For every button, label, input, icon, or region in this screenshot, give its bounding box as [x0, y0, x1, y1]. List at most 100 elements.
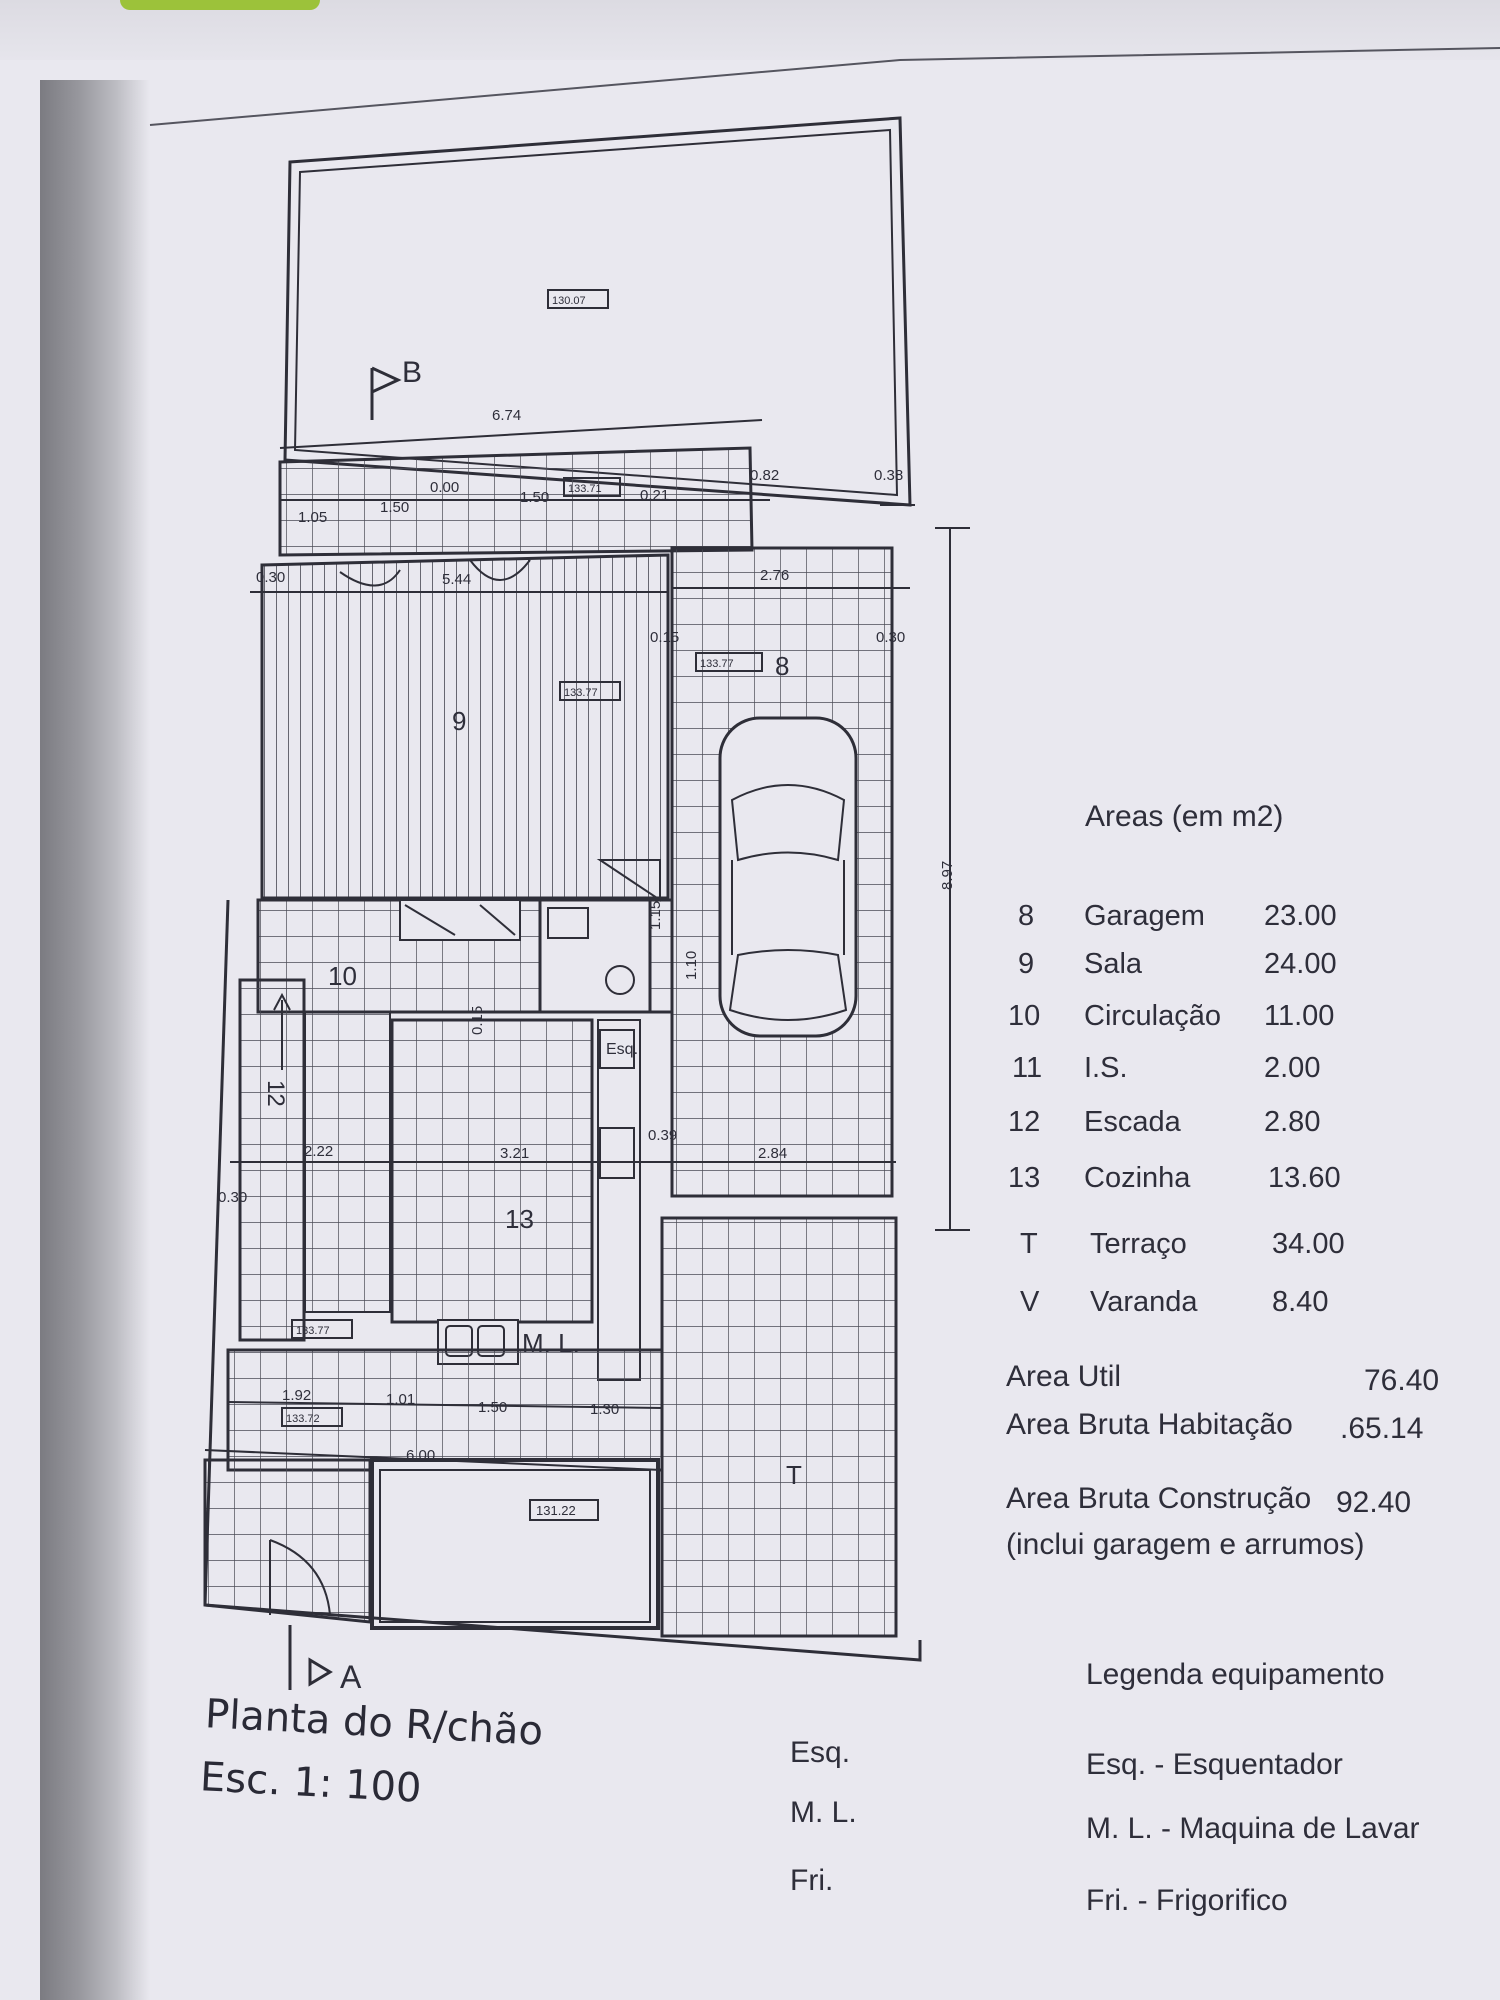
area-row-name: Sala: [1084, 948, 1143, 980]
car-outline: [718, 716, 858, 1038]
dim-2-22: 2.22: [304, 1143, 333, 1160]
area-row-value: 2.00: [1264, 1052, 1321, 1084]
area-util-label: Area Util: [1006, 1360, 1122, 1393]
left-legend-fri: Fri.: [790, 1864, 834, 1897]
dimension-lines: [204, 419, 970, 1471]
area-row-name: Cozinha: [1084, 1162, 1191, 1194]
dim-1-30: 1.30: [590, 1401, 619, 1418]
room-label-circulacao: 10: [328, 961, 357, 991]
dim-1-50-c: 1.50: [478, 1399, 507, 1416]
dim-0-82: 0.82: [750, 467, 779, 484]
dim-1-50-b: 1.50: [520, 489, 549, 506]
sheet-border: [149, 47, 1500, 126]
dim-5-44: 5.44: [442, 571, 471, 588]
lower-patio: [203, 1458, 922, 1662]
left-wall: [203, 899, 230, 1606]
area-row-num: 13: [1008, 1162, 1041, 1194]
dim-0-38: 0.38: [874, 467, 903, 484]
area-row-num: V: [1020, 1286, 1040, 1318]
equip-esq-in-plan: Esq.: [606, 1041, 638, 1058]
dim-1-05: 1.05: [298, 509, 327, 526]
area-tag-garagem: 133.77: [700, 658, 734, 670]
dim-1-92: 1.92: [282, 1387, 311, 1404]
area-row-num: 12: [1008, 1106, 1041, 1138]
dim-2-76: 2.76: [760, 567, 789, 584]
section-markers: [288, 366, 402, 1690]
room-label-cozinha: 13: [505, 1204, 534, 1234]
dim-1-50-a: 1.50: [380, 499, 409, 516]
legend-heading: Legenda equipamento: [1086, 1658, 1385, 1691]
area-row-name: Circulação: [1084, 1000, 1221, 1032]
area-row-value: 24.00: [1264, 948, 1337, 980]
area-row-num: 11: [1012, 1052, 1043, 1084]
dim-0-30-a: 0.30: [256, 569, 285, 586]
area-util-value: 76.40: [1364, 1364, 1440, 1397]
equip-ml-in-plan: M. L.: [522, 1328, 580, 1358]
area-tag-boxes: [281, 289, 763, 1521]
dim-6-00: 6.00: [406, 1447, 435, 1464]
area-row-num: 9: [1018, 948, 1035, 980]
legend-item-esq: Esq. - Esquentador: [1086, 1748, 1343, 1781]
room-garagem: [670, 546, 894, 1198]
room-label-sala: 9: [452, 706, 466, 736]
area-row-num: T: [1020, 1228, 1038, 1260]
area-tag-sala: 133.77: [564, 687, 598, 699]
dim-0-00: 0.00: [430, 479, 459, 496]
dim-3-21: 3.21: [500, 1145, 529, 1162]
left-legend-esq: Esq.: [790, 1736, 851, 1769]
room-label-escada: 12: [262, 1080, 289, 1107]
area-bruta-hab-label: Area Bruta Habitação: [1006, 1408, 1293, 1441]
dim-6-74: 6.74: [492, 407, 521, 424]
area-row-name: Escada: [1084, 1106, 1181, 1138]
dim-1-15: 1.15: [647, 901, 664, 930]
area-row-name: Terraço: [1090, 1228, 1187, 1260]
room-label-terraco: T: [786, 1460, 802, 1490]
area-row-num: 10: [1008, 1000, 1041, 1032]
room-escada: [238, 978, 306, 1342]
area-tag-inferior: 133.72: [286, 1413, 320, 1425]
area-row-value: 34.00: [1272, 1228, 1345, 1260]
area-row-value: 2.80: [1264, 1106, 1321, 1138]
legend-item-ml: M. L. - Maquina de Lavar: [1086, 1812, 1420, 1845]
areas-heading: Areas (em m2): [1085, 800, 1284, 833]
dim-0-21: 0.21: [640, 487, 669, 504]
area-row-name: Garagem: [1084, 900, 1205, 932]
room-label-garagem: 8: [775, 651, 789, 681]
area-row-value: 13.60: [1268, 1162, 1341, 1194]
dim-0-15-b: 0.15: [469, 1006, 486, 1035]
area-tag-top: 130.07: [552, 295, 586, 307]
legend-item-fri: Fri. - Frigorifico: [1086, 1884, 1288, 1917]
area-row-num: 8: [1018, 900, 1035, 932]
area-row-name: Varanda: [1090, 1286, 1198, 1318]
area-row-value: 8.40: [1272, 1286, 1329, 1318]
room-is: [538, 898, 652, 1014]
room-terraco: [660, 1216, 898, 1638]
binding-shadow: [40, 80, 150, 2000]
dim-8-97: 8.97: [939, 861, 956, 890]
area-row-value: 23.00: [1264, 900, 1337, 932]
green-sticker: [120, 0, 320, 10]
area-row-value: 11.00: [1264, 1000, 1335, 1032]
section-letter-b: B: [402, 356, 422, 389]
dim-1-01: 1.01: [386, 1391, 415, 1408]
upper-terrace: [283, 116, 912, 507]
dim-0-30-b: 0.30: [876, 629, 905, 646]
room-cozinha: [390, 1018, 641, 1381]
area-tag-escada: 133.77: [296, 1325, 330, 1337]
area-tag-varanda: 133.71: [568, 483, 602, 495]
left-legend-ml: M. L.: [790, 1796, 857, 1829]
area-bruta-const-label: Area Bruta Construção: [1006, 1482, 1312, 1515]
varanda-strip: [278, 446, 754, 557]
dim-2-84: 2.84: [758, 1145, 787, 1162]
area-row-name: I.S.: [1084, 1052, 1128, 1084]
dim-0-39: 0.39: [648, 1127, 677, 1144]
section-letter-a: A: [340, 1659, 362, 1695]
area-tag-bottom: 131.22: [536, 1503, 576, 1518]
room-sala: [260, 553, 670, 902]
paper-top-shade: [0, 0, 1500, 60]
dim-0-30-c: 0.30: [218, 1189, 247, 1206]
area-bruta-const-value: 92.40: [1336, 1486, 1412, 1519]
area-bruta-const-note: (inclui garagem e arrumos): [1006, 1528, 1365, 1561]
area-bruta-hab-value: .65.14: [1340, 1412, 1424, 1445]
